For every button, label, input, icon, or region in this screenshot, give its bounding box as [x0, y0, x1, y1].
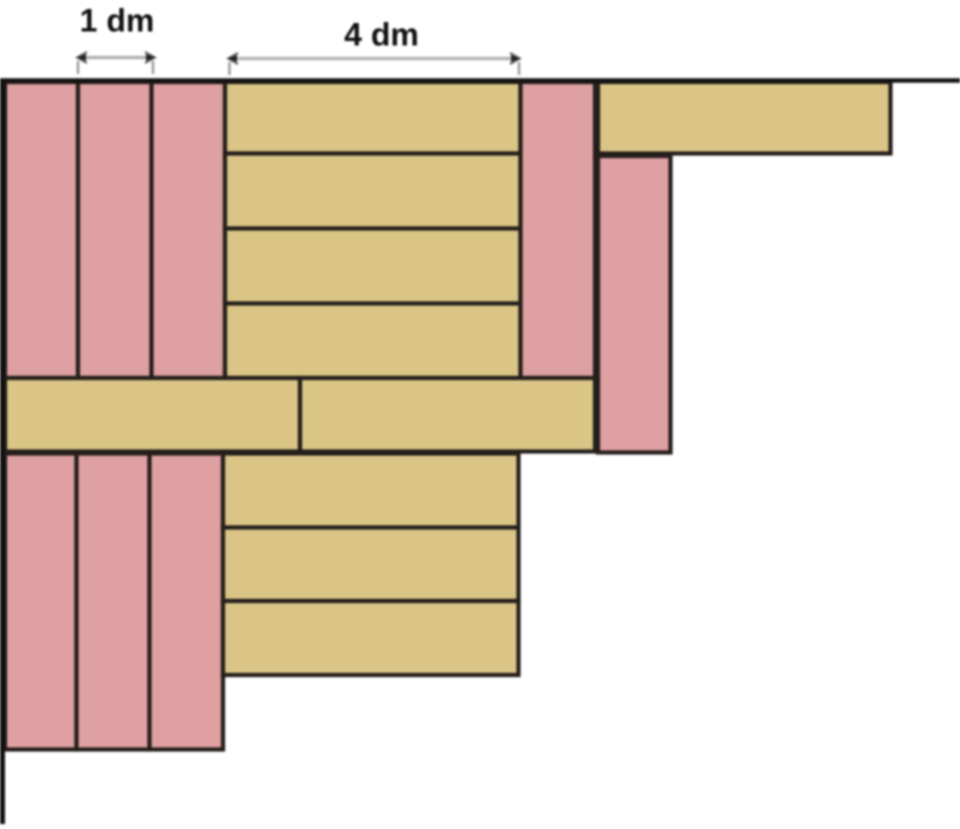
svg-text:1 dm: 1 dm: [80, 3, 155, 39]
svg-text:4 dm: 4 dm: [344, 17, 419, 53]
